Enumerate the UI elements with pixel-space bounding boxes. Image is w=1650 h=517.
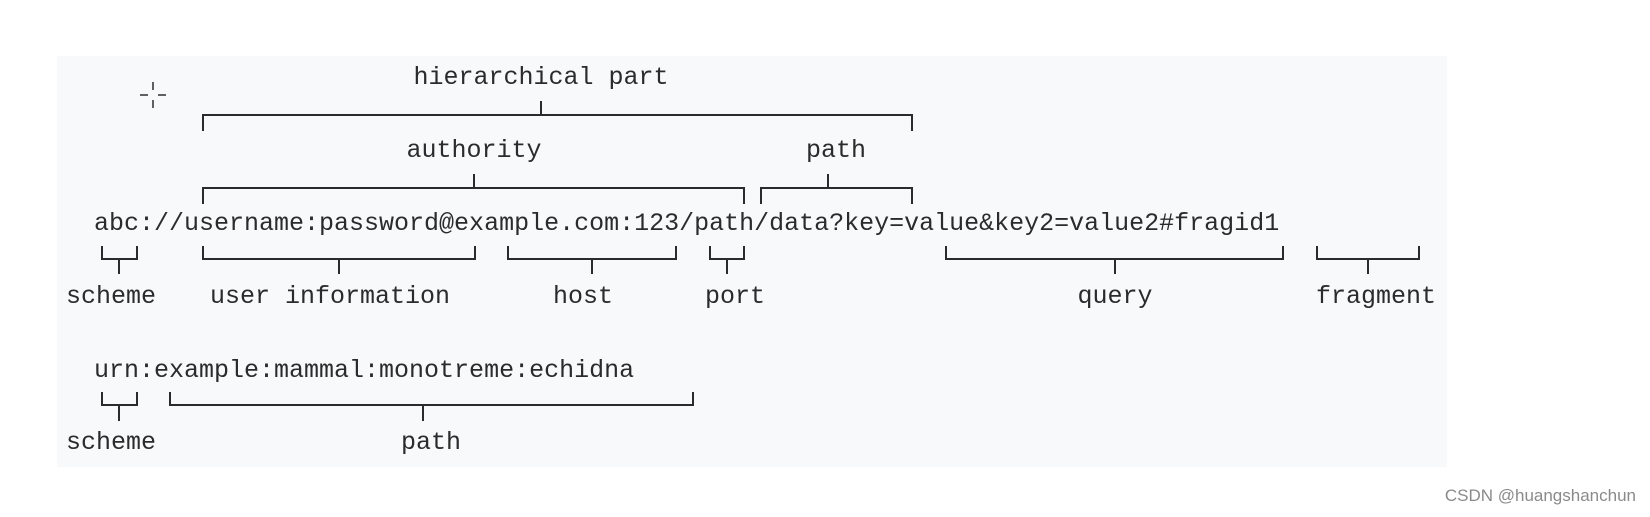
bracket-hierarchical-part <box>202 101 913 131</box>
label-port: port <box>704 282 766 311</box>
label-scheme-1: scheme <box>65 282 157 311</box>
bracket-user-information <box>202 246 476 274</box>
bracket-scheme-1 <box>101 246 138 274</box>
label-query: query <box>1077 282 1153 311</box>
bracket-query <box>945 246 1284 274</box>
label-hierarchical-part: hierarchical part <box>413 63 669 92</box>
label-path-upper: path <box>805 136 867 165</box>
watermark: CSDN @huangshanchun <box>1444 486 1636 505</box>
diagram-panel <box>57 56 1447 467</box>
bracket-fragment <box>1316 246 1420 274</box>
bracket-path <box>760 174 913 204</box>
crosshair-icon <box>140 82 166 108</box>
bracket-authority <box>202 174 745 204</box>
label-user-information: user information <box>209 282 451 311</box>
uri-example-1: abc://username:password@example.com:123/… <box>94 209 1280 238</box>
uri-example-2: urn:example:mammal:monotreme:echidna <box>94 356 635 385</box>
bracket-host <box>507 246 677 274</box>
bracket-path-2 <box>169 392 694 421</box>
label-scheme-2: scheme <box>65 428 157 457</box>
bracket-scheme-2 <box>101 392 138 421</box>
label-authority: authority <box>406 136 542 165</box>
label-path-2: path <box>400 428 462 457</box>
bracket-port <box>709 246 745 274</box>
label-host: host <box>552 282 614 311</box>
label-fragment: fragment <box>1315 282 1437 311</box>
